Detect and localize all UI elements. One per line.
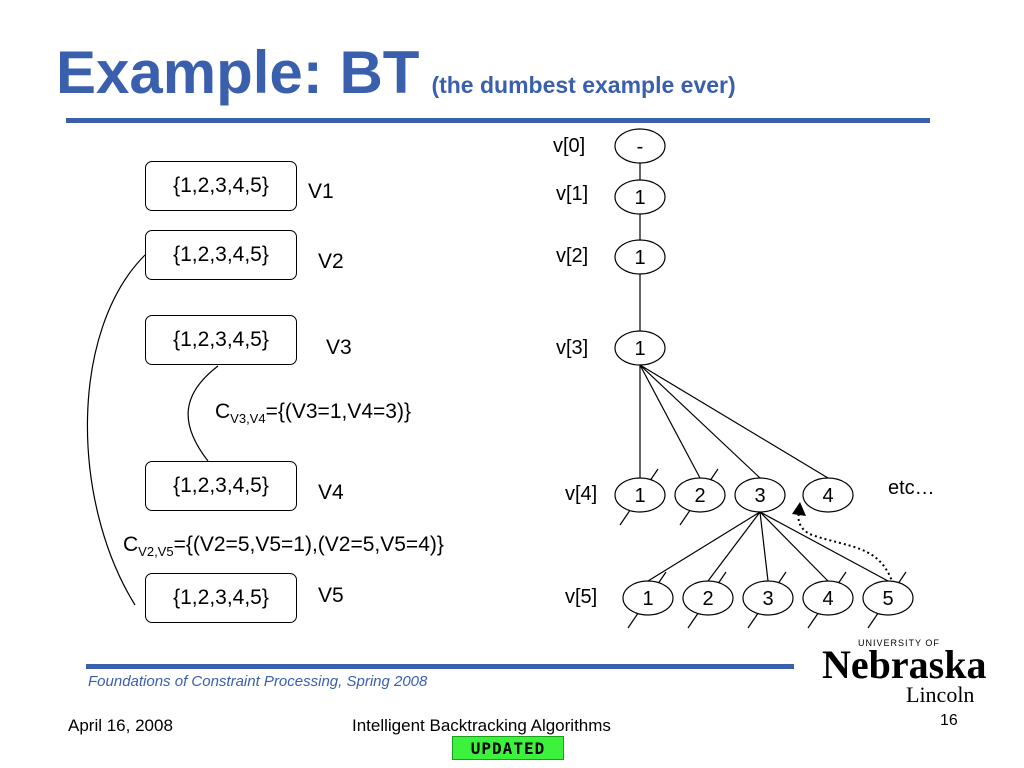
tree-level-label: v[0] (553, 135, 585, 157)
domain-text: {1,2,3,4,5} (173, 474, 269, 497)
logo-name: Nebraska (822, 642, 987, 687)
slide-title: Example: BT (the dumbest example ever) (56, 38, 736, 107)
tree-edge (759, 511, 889, 582)
title-rule (66, 118, 930, 123)
tree-edge (639, 364, 701, 479)
tree-edge (647, 511, 761, 582)
tree-level-label: v[2] (556, 245, 588, 267)
tree-node-level4-label: 1 (634, 485, 645, 507)
title-subtitle: (the dumbest example ever) (431, 72, 736, 98)
domain-box-v3: {1,2,3,4,5} (145, 315, 297, 365)
tree-edge (759, 511, 769, 582)
tree-node-level4 (734, 477, 786, 513)
tree-node-level5-label: 4 (822, 588, 833, 610)
tree-edge (707, 511, 761, 582)
page-number: 16 (940, 712, 958, 729)
tree-edge (639, 364, 761, 479)
tree-node-level4-label: 3 (754, 485, 765, 507)
tree-node-level4 (802, 477, 854, 513)
tree-node-chain-label: 1 (634, 187, 645, 209)
backjump-arrowhead (792, 502, 806, 516)
footer-course: Foundations of Constraint Processing, Sp… (88, 673, 428, 690)
footer-rule (86, 664, 794, 669)
tree-node-root (614, 128, 666, 164)
logo-campus: Lincoln (906, 682, 975, 707)
tree-node-chain-label: 1 (634, 247, 645, 269)
tree-node-root-label: - (637, 136, 644, 158)
backjump-arrow (797, 509, 894, 585)
tree-node-chain (614, 330, 666, 366)
tree-node-level5 (862, 580, 914, 616)
tree-node-level5 (622, 580, 674, 616)
tree-node-level5-label: 2 (702, 588, 713, 610)
university-logo: UNIVERSITY OF Nebraska Lincoln (822, 638, 987, 708)
domain-text: {1,2,3,4,5} (173, 586, 269, 609)
tree-node-level5 (742, 580, 794, 616)
tree-node-level4-label: 2 (694, 485, 705, 507)
tree-node-level5-label: 3 (762, 588, 773, 610)
constraint-arc-v3-v4 (187, 365, 219, 462)
tree-node-chain (614, 179, 666, 215)
tree-node-level5 (682, 580, 734, 616)
domain-text: {1,2,3,4,5} (173, 243, 269, 266)
tree-node-level5-label: 5 (882, 588, 893, 610)
tree-node-level4-label: 4 (822, 485, 833, 507)
variable-label-v3: V3 (326, 336, 352, 359)
variable-label-v1: V1 (308, 180, 334, 203)
domain-box-v5: {1,2,3,4,5} (145, 573, 297, 623)
tree-level-label: v[4] (565, 483, 597, 505)
domain-box-v2: {1,2,3,4,5} (145, 230, 297, 280)
footer-topic: Intelligent Backtracking Algorithms (352, 716, 611, 735)
tree-node-level4 (614, 477, 666, 513)
variable-label-v5: V5 (318, 584, 344, 607)
title-main: Example: BT (56, 39, 420, 106)
tree-node-level5 (802, 580, 854, 616)
tree-level-label: v[3] (556, 337, 588, 359)
domain-box-v1: {1,2,3,4,5} (145, 161, 297, 211)
domain-text: {1,2,3,4,5} (173, 328, 269, 351)
tree-node-level5-label: 1 (642, 588, 653, 610)
constraint-arc-v2-v5 (86, 254, 146, 606)
variable-label-v4: V4 (318, 481, 344, 504)
tree-node-level4 (674, 477, 726, 513)
domain-text: {1,2,3,4,5} (173, 174, 269, 197)
constraint-v3-v4: CV3,V4={(V3=1,V4=3)} (215, 400, 411, 427)
variable-label-v2: V2 (318, 250, 344, 273)
tree-level-label: v[5] (565, 586, 597, 608)
etc-label: etc… (888, 477, 935, 499)
constraint-v2-v5: CV2,V5={(V2=5,V5=1),(V2=5,V5=4)} (123, 533, 444, 560)
domain-box-v4: {1,2,3,4,5} (145, 461, 297, 511)
tree-node-chain (614, 239, 666, 275)
updated-badge: UPDATED (452, 736, 564, 760)
tree-edge (639, 364, 829, 479)
footer-date: April 16, 2008 (68, 716, 173, 735)
tree-level-label: v[1] (556, 183, 588, 205)
tree-edge (759, 511, 829, 582)
tree-node-chain-label: 1 (634, 338, 645, 360)
logo-university-of: UNIVERSITY OF (858, 638, 940, 648)
